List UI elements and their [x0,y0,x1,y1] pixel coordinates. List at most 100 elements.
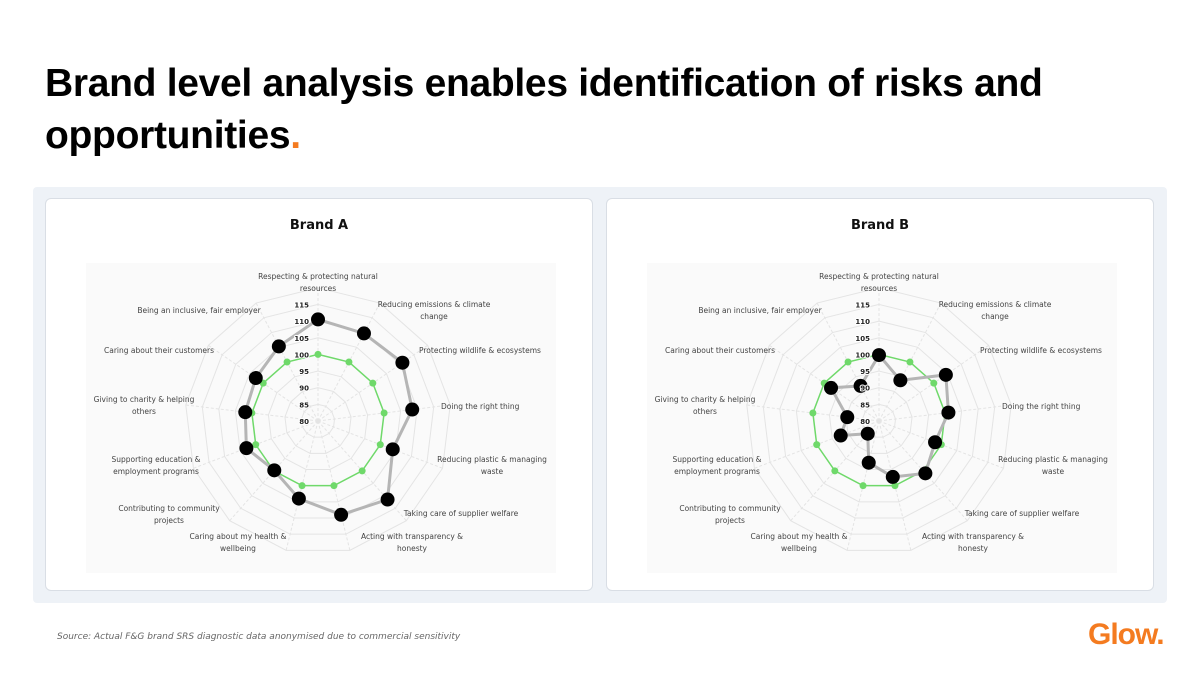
axis-label: projects [154,516,184,525]
axis-label: Giving to charity & helping [655,395,756,404]
brand-b-radar-chart: Respecting & protecting natural resources… [647,263,1117,573]
brand-data-point [380,492,395,507]
average-data-point [906,358,914,366]
brand-data-point [395,355,410,370]
axis-label: Supporting education & [111,455,200,464]
axis-label: Caring about my health & [189,532,286,541]
tick-label: 85 [860,401,870,409]
brand-data-point [291,491,306,506]
brand-data-point [267,463,282,478]
tick-label: 115 [855,301,870,309]
tick-label: 115 [294,301,309,309]
tick-label: 95 [299,368,309,376]
grid-ring [746,287,1012,551]
axis-label: Acting with transparency & [361,532,463,541]
axis-label: Protecting wildlife & ecosystems [419,346,541,355]
brand-data-point [938,367,953,382]
tick-label: 100 [855,351,870,359]
title-line-2: opportunities [45,114,291,157]
average-series-line [812,353,946,487]
brand-data-point [271,339,286,354]
brand-data-point [405,402,420,417]
axis-label: wellbeing [220,544,256,553]
axis-label: Reducing plastic & managing [437,455,547,464]
axis-label: Being an inclusive, fair employer [137,306,261,315]
grid-ring [762,303,996,535]
axis-label: Doing the right thing [441,402,520,411]
grid-ring [861,403,897,438]
average-data-point [283,358,291,366]
brand-data-point [356,326,371,341]
average-data-point [809,409,817,417]
axis-label: Reducing emissions & climate [378,300,491,309]
axis-label: Protecting wildlife & ecosystems [980,346,1102,355]
axis-label: waste [481,467,504,476]
tick-label: 85 [299,401,309,409]
slide-title: Brand level analysis enables identificat… [45,58,1043,162]
tick-label: 105 [855,335,870,343]
axis-label: change [981,312,1009,321]
brand-data-point [928,435,943,450]
axis-label: honesty [958,544,989,553]
average-data-point [844,358,852,366]
brand-data-point [860,426,875,441]
average-data-point [859,482,867,490]
axis-label: Taking care of supplier welfare [403,509,519,518]
average-data-point [252,441,260,449]
axis-label: Caring about my health & [750,532,847,541]
title-line-1: Brand level analysis enables identificat… [45,62,1043,105]
axis-label: Being an inclusive, fair employer [698,306,822,315]
brand-data-point [918,466,933,481]
brand-data-point [833,428,848,443]
axis-label: employment programs [113,467,199,476]
tick-label: 80 [299,418,309,426]
average-data-point [345,358,353,366]
brand-data-point [311,312,325,327]
axis-label: Reducing emissions & climate [939,300,1052,309]
average-data-point [369,379,377,387]
chart-title: Brand B [850,218,910,233]
average-data-point [358,467,366,475]
source-note: Source: Actual F&G brand SRS diagnostic … [57,632,461,642]
axis-label: Doing the right thing [1002,402,1081,411]
grid-ring [845,387,913,454]
axis-label: projects [715,516,745,525]
tick-label: 90 [860,385,870,393]
average-data-point [813,441,821,449]
chart-title: Brand A [289,218,349,233]
grid-ring [284,387,352,454]
glow-logo: Glow. [1088,618,1165,651]
tick-label: 110 [294,318,309,326]
tick-label: 110 [855,318,870,326]
brand-data-point [885,469,900,484]
tick-label: 95 [860,368,870,376]
brand-data-point [861,455,876,470]
brand-data-point [239,441,254,456]
axis-label: honesty [397,544,428,553]
average-data-point [930,379,938,387]
brand-data-point [853,378,868,393]
tick-label: 80 [860,418,870,426]
axis-label: Giving to charity & helping [94,395,195,404]
axis-label: others [132,407,156,416]
brand-b-card: Brand B Respecting & protecting natural r… [606,198,1154,591]
brand-data-point [824,380,839,395]
average-data-point [330,482,338,490]
tick-label: 90 [299,385,309,393]
grid-ring [300,403,336,438]
chart-background [647,263,1117,573]
grid-ring [201,303,435,535]
average-data-point [831,467,839,475]
axis-label: waste [1042,467,1065,476]
axis-label: Respecting & protecting natural [819,272,939,281]
brand-data-point [893,373,908,388]
axis-label: wellbeing [781,544,817,553]
axis-label: others [693,407,717,416]
axis-label: resources [861,284,897,293]
grid-ring [779,320,979,519]
brand-data-point [840,410,855,425]
tick-label: 100 [294,351,309,359]
average-data-point [314,350,322,358]
brand-data-point [238,405,253,420]
